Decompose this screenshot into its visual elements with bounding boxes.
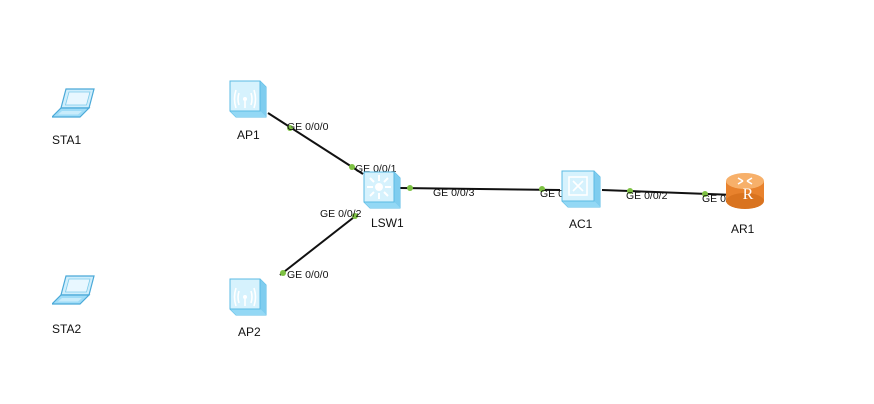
device-ap1[interactable] bbox=[226, 77, 270, 121]
device-ac1[interactable] bbox=[558, 168, 602, 210]
port-dot bbox=[352, 213, 358, 219]
laptop-icon bbox=[52, 275, 95, 305]
port-dot bbox=[280, 270, 286, 276]
link-ac1-ar1[interactable] bbox=[601, 189, 736, 196]
device-label-lsw1: LSW1 bbox=[371, 216, 404, 230]
link-ap1-lsw1[interactable] bbox=[267, 112, 364, 175]
port-label-lsw1-ap2: GE 0/0/2 bbox=[320, 208, 362, 220]
access-controller-icon bbox=[561, 170, 601, 208]
link-lsw1-ac1[interactable] bbox=[399, 187, 561, 191]
link-ap2-lsw1[interactable] bbox=[279, 213, 359, 276]
device-label-ar1: AR1 bbox=[731, 222, 755, 236]
port-label-ap1: GE 0/0/0 bbox=[287, 121, 329, 133]
port-label-ac1-ar1: GE 0/0/2 bbox=[626, 190, 668, 202]
device-label-ac1: AC1 bbox=[569, 217, 593, 231]
port-dot bbox=[349, 164, 355, 170]
router-icon: R bbox=[726, 173, 764, 209]
device-label-sta1: STA1 bbox=[52, 133, 82, 147]
port-dot bbox=[627, 188, 633, 194]
svg-text:R: R bbox=[743, 186, 754, 203]
device-sta1[interactable] bbox=[52, 87, 96, 121]
device-ar1[interactable]: R bbox=[724, 171, 766, 213]
device-label-ap1: AP1 bbox=[237, 128, 260, 142]
access-point-icon bbox=[229, 80, 267, 118]
device-lsw1[interactable] bbox=[361, 169, 403, 211]
port-label-lsw1-ac1: GE 0/0/3 bbox=[433, 187, 475, 199]
port-label-ap2: GE 0/0/0 bbox=[287, 269, 329, 281]
port-dot bbox=[539, 186, 545, 192]
device-label-sta2: STA2 bbox=[52, 322, 82, 336]
port-dot bbox=[407, 185, 413, 191]
port-dot bbox=[287, 125, 293, 131]
device-ap2[interactable] bbox=[226, 275, 270, 319]
device-sta2[interactable] bbox=[52, 274, 96, 308]
port-dot bbox=[702, 191, 708, 197]
access-point-icon bbox=[229, 278, 267, 316]
device-label-ap2: AP2 bbox=[238, 325, 261, 339]
switch-icon bbox=[363, 171, 401, 209]
laptop-icon bbox=[52, 88, 95, 118]
